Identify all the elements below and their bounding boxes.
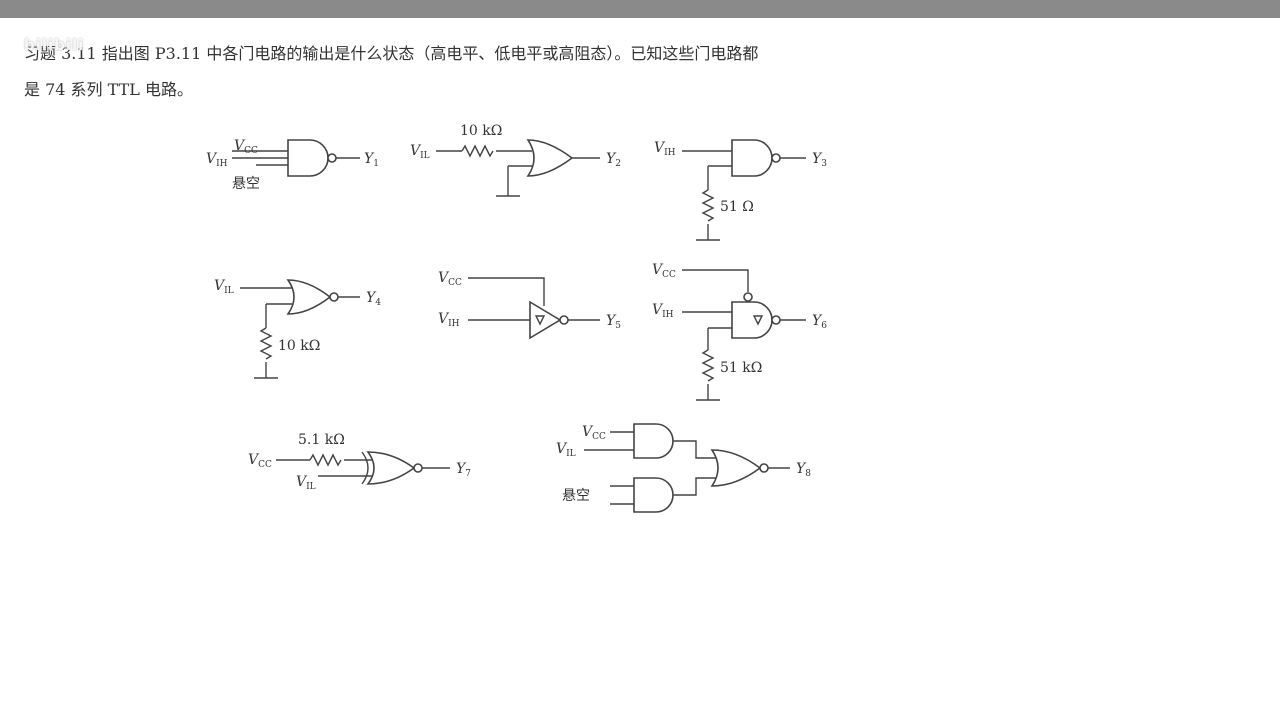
g5-vih-label: VIH bbox=[438, 311, 460, 329]
g3-vih-label: VIH bbox=[654, 140, 676, 158]
gate-1-nand: VCC VIH 悬空 Y1 bbox=[206, 138, 379, 192]
question-line-2: 是 74 系列 TTL 电路。 bbox=[24, 80, 193, 99]
g5-vcc-label: VCC bbox=[438, 270, 462, 288]
gate-5-oc-inverter: VCC VIH Y5 bbox=[438, 270, 621, 340]
g7-vil-label: VIL bbox=[296, 474, 316, 492]
question-text: 习题 3.11 指出图 P3.11 中各门电路的输出是什么状态（高电平、低电平或… bbox=[24, 36, 1024, 108]
g4-res-label: 10 kΩ bbox=[278, 338, 320, 354]
gate-4-nor: VIL 10 kΩ Y4 bbox=[214, 278, 381, 379]
g8-float-label: 悬空 bbox=[562, 488, 590, 504]
gate-8-and-or-invert: VCC VIL 悬空 Y8 bbox=[556, 423, 811, 513]
g5-out-label: Y5 bbox=[606, 313, 621, 331]
g1-out-label: Y1 bbox=[364, 151, 379, 169]
g8-out-label: Y8 bbox=[796, 461, 811, 479]
g7-res-label: 5.1 kΩ bbox=[298, 432, 345, 448]
gate-6-tristate-nand: VCC VIH 51 kΩ Y6 bbox=[652, 262, 827, 401]
g2-res-label: 10 kΩ bbox=[460, 123, 502, 139]
g4-out-label: Y4 bbox=[366, 290, 381, 308]
gate-3-nand: VIH 51 Ω Y3 bbox=[654, 139, 827, 241]
g3-out-label: Y3 bbox=[812, 151, 827, 169]
g2-vil-label: VIL bbox=[410, 143, 430, 161]
g3-res-label: 51 Ω bbox=[720, 199, 754, 215]
g2-out-label: Y2 bbox=[606, 151, 621, 169]
g7-vcc-label: VCC bbox=[248, 452, 272, 470]
g1-vih-label: VIH bbox=[206, 151, 228, 169]
top-bar bbox=[0, 0, 1280, 18]
gate-7-xnor: VCC VIL 5.1 kΩ Y7 bbox=[248, 432, 471, 492]
g6-res-label: 51 kΩ bbox=[720, 360, 762, 376]
gate-2-or: VIL 10 kΩ Y2 bbox=[410, 123, 621, 197]
g4-vil-label: VIL bbox=[214, 278, 234, 296]
g6-vih-label: VIH bbox=[652, 302, 674, 320]
g6-vcc-label: VCC bbox=[652, 262, 676, 280]
g1-vcc-label: VCC bbox=[234, 138, 258, 156]
g8-vcc-label: VCC bbox=[582, 424, 606, 442]
g1-float-label: 悬空 bbox=[232, 176, 260, 192]
g8-vil-label: VIL bbox=[556, 441, 576, 459]
g7-out-label: Y7 bbox=[456, 461, 471, 479]
g6-out-label: Y6 bbox=[812, 313, 827, 331]
question-line-1: 习题 3.11 指出图 P3.11 中各门电路的输出是什么状态（高电平、低电平或… bbox=[24, 44, 759, 63]
